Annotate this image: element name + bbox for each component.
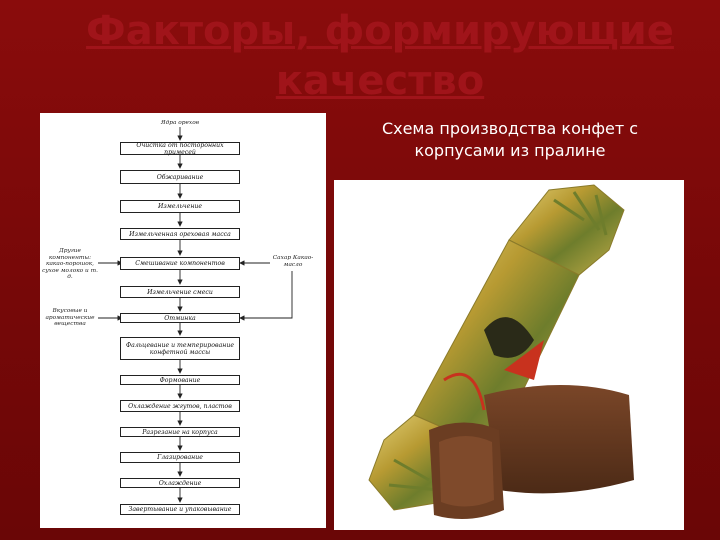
slide-title: Факторы, формирующие качество [86, 8, 674, 104]
praline-candy-photo [368, 184, 634, 519]
candy-photo [334, 180, 684, 530]
flow-input-flavors: Вкусовые и ароматические вещества [45, 308, 95, 328]
flow-step-cooling-strands: Охлаждение жгутов, пластов [120, 400, 240, 412]
flow-step-wrapping: Завертывание и упаковывание [120, 504, 240, 515]
wrapper-red-pattern [504, 340, 544, 380]
flow-step-roasting: Обжаривание [120, 170, 240, 184]
flow-step-otminka: Отминка [120, 313, 240, 323]
flow-step-cooling: Охлаждение [120, 478, 240, 488]
flow-step-cleaning: Очистка от посторонних примесей [120, 142, 240, 156]
production-flowchart: Ядра орехов Очистка от посторонних приме… [40, 113, 326, 528]
flow-arrows [98, 127, 293, 503]
flowchart-connectors [98, 127, 293, 503]
flow-step-forming: Формование [120, 375, 240, 385]
flow-step-nut-mass: Измельченная ореховая масса [120, 228, 240, 240]
flow-step-glazing: Глазирование [120, 452, 240, 463]
flow-step-mix-grinding: Измельчение смеси [120, 286, 240, 298]
wrapper-mask-pattern [484, 317, 534, 358]
flow-input-other-components: Другие компоненты: какао-порошок, сухое … [42, 248, 98, 281]
flow-input-nuts: Ядра орехов [160, 120, 200, 126]
candy-praline-filling [439, 436, 494, 507]
flow-step-mixing: Смешивание компонентов [120, 257, 240, 270]
slide-subtitle: Схема производства конфет с корпусами из… [381, 119, 639, 160]
flow-input-sugar-cocoa-butter: Сахар Какао-масло [272, 255, 314, 268]
flow-step-tempering: Фальцевание и темперирование конфетной м… [120, 337, 240, 360]
candy-bar-back [484, 385, 634, 494]
flow-step-grinding: Измельчение [120, 200, 240, 213]
wrapper-twist-folds [553, 191, 608, 236]
flow-step-cutting: Разрезание на корпуса [120, 427, 240, 437]
